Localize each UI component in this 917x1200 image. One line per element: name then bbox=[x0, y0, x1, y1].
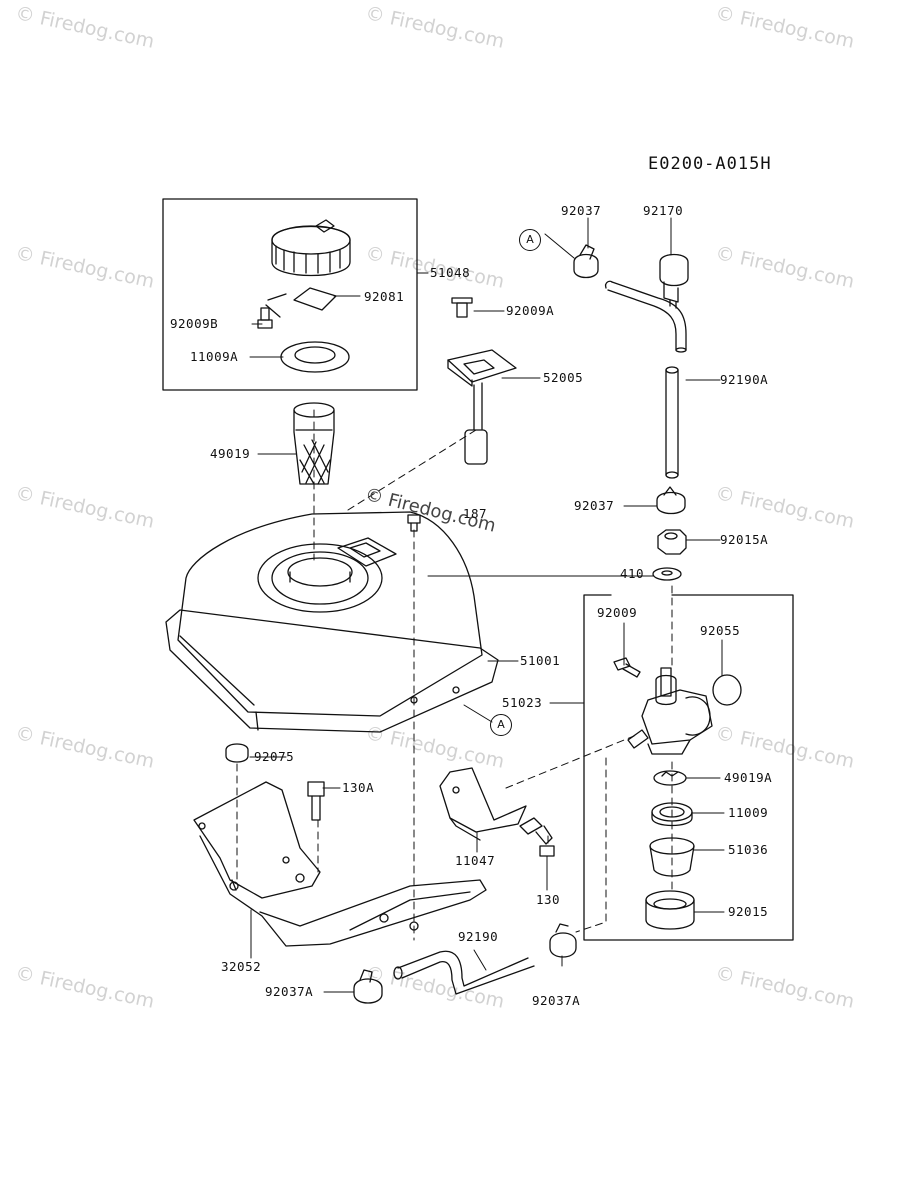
reference-marker: A bbox=[519, 229, 541, 251]
part-label-51001: 51001 bbox=[520, 653, 561, 668]
part-label-130: 130 bbox=[536, 892, 561, 907]
part-label-92190a: 92190A bbox=[720, 372, 769, 387]
bolt-130a bbox=[307, 781, 325, 821]
plug-92075 bbox=[225, 743, 249, 763]
screen-49019a bbox=[653, 770, 687, 786]
part-label-92009b: 92009B bbox=[170, 316, 219, 331]
fuel-cap bbox=[271, 219, 351, 277]
part-label-187: 187 bbox=[463, 506, 488, 521]
hose-clamp-mid bbox=[656, 486, 686, 515]
part-label-92015: 92015 bbox=[728, 904, 769, 919]
leader-lines bbox=[249, 217, 725, 993]
cap-kit-frame bbox=[162, 198, 418, 391]
part-label-92081: 92081 bbox=[364, 289, 405, 304]
part-label-49019: 49019 bbox=[210, 446, 251, 461]
fuel-hose-upper bbox=[604, 280, 687, 479]
screw-92009b bbox=[257, 307, 273, 329]
part-label-51036: 51036 bbox=[728, 842, 769, 857]
reference-lines bbox=[236, 409, 673, 941]
part-label-92037a: 92037A bbox=[532, 993, 581, 1008]
cap-plate bbox=[293, 287, 337, 311]
part-label-51023: 51023 bbox=[502, 695, 543, 710]
reference-marker: A bbox=[490, 714, 512, 736]
part-label-92075: 92075 bbox=[254, 749, 295, 764]
part-label-92055: 92055 bbox=[700, 623, 741, 638]
part-label-92037a: 92037A bbox=[265, 984, 314, 999]
screw-92009 bbox=[613, 657, 641, 678]
part-label-130a: 130A bbox=[342, 780, 375, 795]
part-label-92015a: 92015A bbox=[720, 532, 769, 547]
washer-11009a bbox=[280, 341, 350, 373]
o-ring bbox=[712, 674, 742, 706]
retaining-ring bbox=[645, 890, 695, 930]
part-label-92190: 92190 bbox=[458, 929, 499, 944]
fuel-hose-lower bbox=[393, 950, 535, 995]
part-label-52005: 52005 bbox=[543, 370, 584, 385]
mount-bracket-11047 bbox=[439, 767, 527, 841]
fuel-tank bbox=[165, 511, 499, 733]
part-label-92009a: 92009A bbox=[506, 303, 555, 318]
washer-410 bbox=[652, 567, 682, 581]
part-label-92037: 92037 bbox=[574, 498, 615, 513]
part-label-32052: 32052 bbox=[221, 959, 262, 974]
part-label-49019a: 49019A bbox=[724, 770, 773, 785]
part-label-11047: 11047 bbox=[455, 853, 496, 868]
valve-assembly-frame bbox=[583, 594, 794, 941]
hose-clamp-lower-right bbox=[549, 923, 577, 958]
fuel-valve bbox=[627, 667, 713, 755]
diagram-code: E0200-A015H bbox=[648, 154, 772, 174]
part-label-92037: 92037 bbox=[561, 203, 602, 218]
fuel-gauge bbox=[447, 297, 517, 465]
tank-bracket bbox=[193, 781, 487, 947]
part-label-92009: 92009 bbox=[597, 605, 638, 620]
nut-92015a bbox=[657, 529, 687, 555]
bolt-130 bbox=[519, 817, 555, 857]
part-label-11009a: 11009A bbox=[190, 349, 239, 364]
cap-chain bbox=[265, 293, 287, 318]
part-label-410: 410 bbox=[620, 566, 645, 581]
part-label-92170: 92170 bbox=[643, 203, 684, 218]
part-label-51048: 51048 bbox=[430, 265, 471, 280]
hose-clamp-top bbox=[573, 244, 599, 279]
hose-clamp-lower-left bbox=[353, 969, 383, 1004]
part-label-11009: 11009 bbox=[728, 805, 769, 820]
